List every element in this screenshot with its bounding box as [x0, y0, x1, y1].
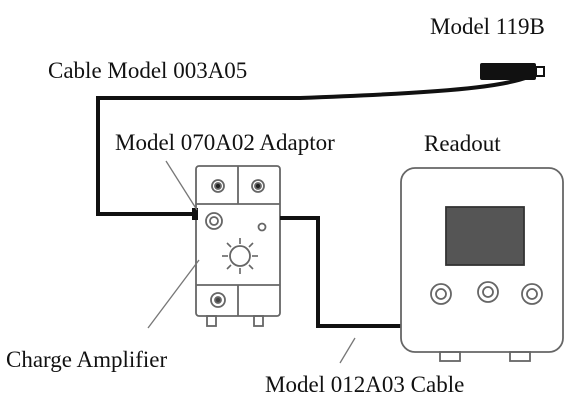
leader-adaptor — [165, 160, 198, 211]
label-adaptor: Model 070A02 Adaptor — [115, 130, 335, 155]
label-cable-bottom: Model 012A03 Cable — [265, 372, 465, 397]
label-cable-top: Cable Model 003A05 — [48, 58, 248, 83]
sensor-119b — [480, 63, 545, 80]
leader-amplifier — [147, 259, 200, 329]
label-sensor: Model 119B — [430, 14, 545, 39]
label-readout: Readout — [424, 131, 501, 156]
charge-amplifier — [195, 165, 281, 327]
leader-cable-bottom — [339, 337, 356, 364]
readout-device — [400, 167, 564, 362]
adaptor-070a02 — [192, 208, 198, 220]
label-amplifier: Charge Amplifier — [6, 347, 168, 372]
